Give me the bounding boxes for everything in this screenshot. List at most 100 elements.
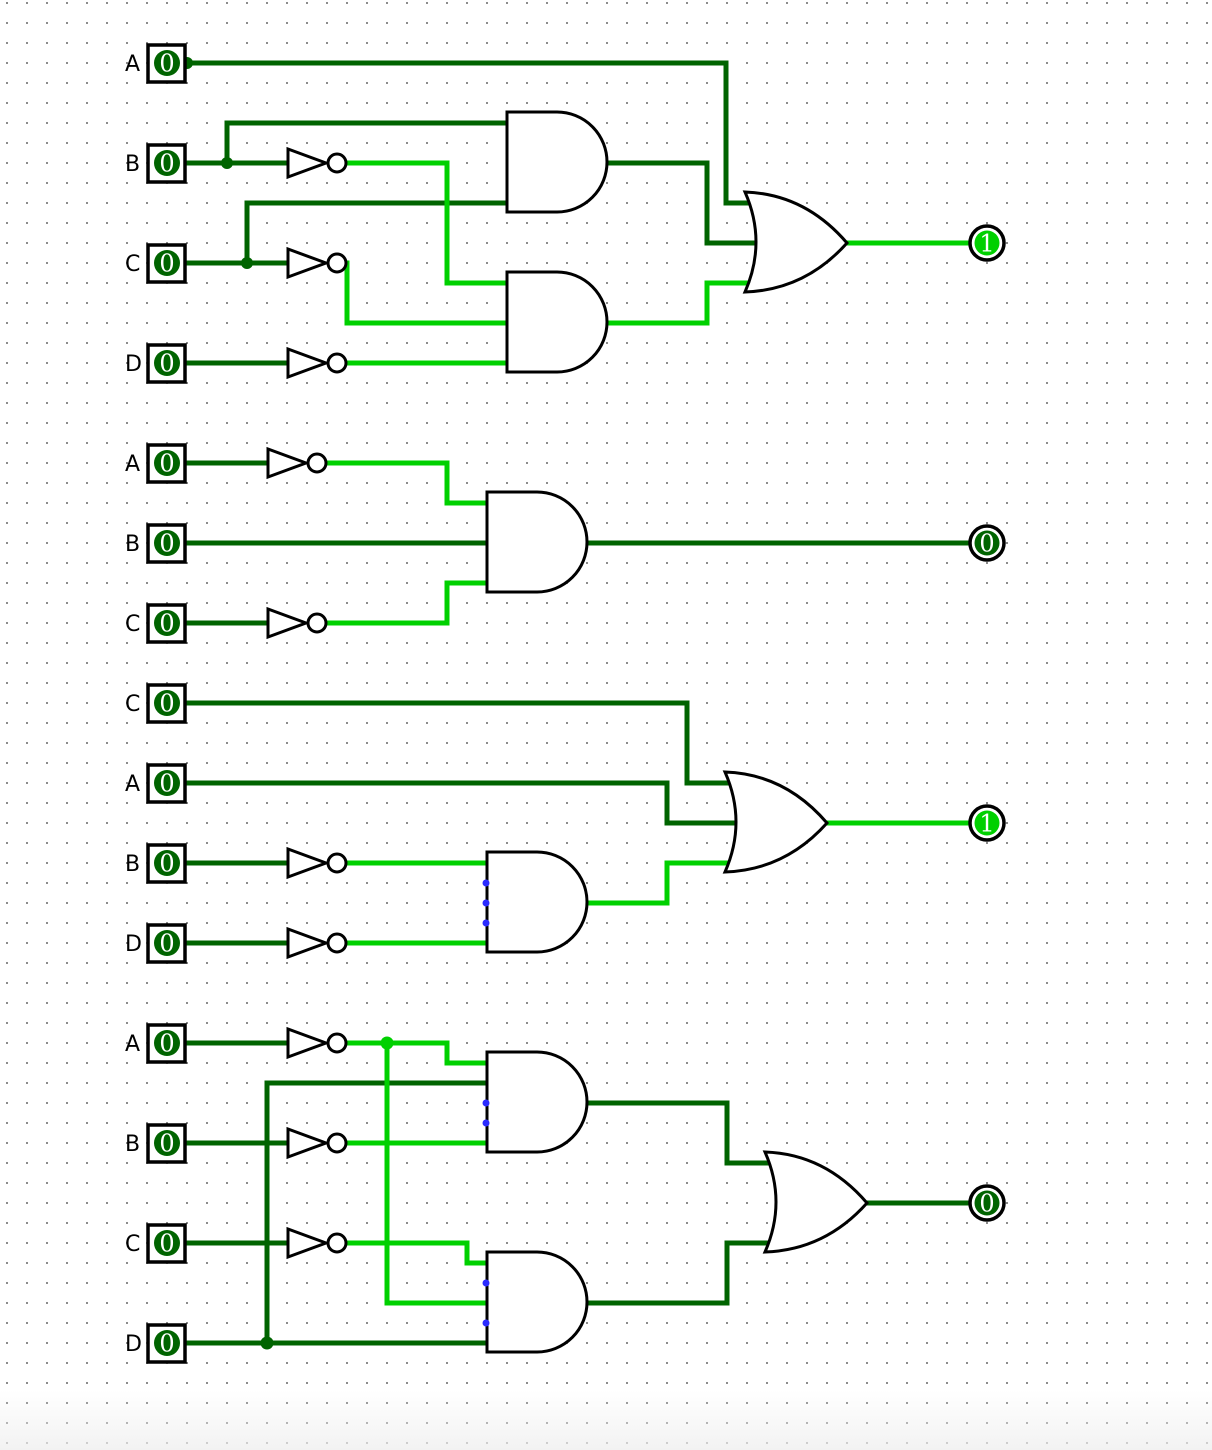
not-gate-a[interactable] xyxy=(286,1027,348,1059)
wire-a xyxy=(184,780,740,826)
output-state-indicator xyxy=(974,810,1000,836)
circuit-1 xyxy=(181,57,970,379)
pin-state-indicator xyxy=(154,530,180,556)
pin-state-indicator xyxy=(154,250,180,276)
circuit-2 xyxy=(184,447,970,639)
pin-state-indicator xyxy=(154,1030,180,1056)
junction xyxy=(380,1036,394,1050)
output-value: 0 xyxy=(979,530,994,558)
circuit-4 xyxy=(184,1027,970,1354)
wire-a xyxy=(184,60,750,206)
input-label: B xyxy=(125,532,140,557)
pin-state-indicator xyxy=(154,770,180,796)
pin-state-indicator xyxy=(154,1230,180,1256)
or-gate-2[interactable] xyxy=(723,770,829,874)
input-value: 0 xyxy=(159,1330,174,1358)
and-gate-5[interactable] xyxy=(485,1050,589,1154)
not-gate-b[interactable] xyxy=(286,1127,348,1159)
not-gate-b[interactable] xyxy=(286,147,348,179)
not-gate-d[interactable] xyxy=(286,927,348,959)
circuit-3 xyxy=(184,700,970,959)
input-value: 0 xyxy=(159,50,174,78)
wire-not-b xyxy=(344,160,510,286)
input-value: 0 xyxy=(159,690,174,718)
wire-not-a xyxy=(344,1040,490,1066)
input-value: 0 xyxy=(159,150,174,178)
wire-b-branch xyxy=(224,120,510,166)
wire-and-out xyxy=(584,860,730,906)
wire-not-a-branch xyxy=(384,1040,490,1306)
pin-state-indicator xyxy=(154,690,180,716)
input-value: 0 xyxy=(159,450,174,478)
and-gate-6[interactable] xyxy=(485,1250,589,1354)
wire-and2-out xyxy=(604,280,750,326)
input-label: C xyxy=(125,612,140,637)
pin-state-indicator xyxy=(154,930,180,956)
input-label: C xyxy=(125,1232,140,1257)
wire-and6-out xyxy=(584,1240,770,1306)
not-gate-a[interactable] xyxy=(266,447,328,479)
output-state-indicator xyxy=(974,1190,1000,1216)
and-gate-3[interactable] xyxy=(485,490,589,594)
wire-not-c xyxy=(344,1240,490,1266)
and-gate-1[interactable] xyxy=(505,110,609,214)
not-gate-d[interactable] xyxy=(286,347,348,379)
junction xyxy=(260,1336,274,1350)
input-label: B xyxy=(125,852,140,877)
output-value: 1 xyxy=(979,230,994,258)
wire-and5-out xyxy=(584,1100,770,1166)
input-value: 0 xyxy=(159,1130,174,1158)
input-label: D xyxy=(125,1332,142,1357)
input-value: 0 xyxy=(159,850,174,878)
pin-state-indicator xyxy=(154,150,180,176)
or-gate-1[interactable] xyxy=(743,190,849,294)
input-label: D xyxy=(125,932,142,957)
input-value: 0 xyxy=(159,770,174,798)
input-value: 0 xyxy=(159,1030,174,1058)
not-gate-c[interactable] xyxy=(286,1227,348,1259)
pin-state-indicator xyxy=(154,850,180,876)
or-gate-3[interactable] xyxy=(763,1150,869,1254)
output-pin: 0 xyxy=(968,1184,1006,1222)
pin-state-indicator xyxy=(154,450,180,476)
not-gate-b[interactable] xyxy=(286,847,348,879)
output-value: 0 xyxy=(979,1190,994,1218)
pin-state-indicator xyxy=(154,1330,180,1356)
input-label: A xyxy=(125,772,140,797)
pin-state-indicator xyxy=(154,50,180,76)
and-gate-2[interactable] xyxy=(505,270,609,374)
input-label: C xyxy=(125,252,140,277)
not-gate-c[interactable] xyxy=(286,247,348,279)
unconnected-input xyxy=(482,879,490,887)
and-gate-4[interactable] xyxy=(485,850,589,954)
input-label: D xyxy=(125,352,142,377)
not-gate-c[interactable] xyxy=(266,607,328,639)
unconnected-input xyxy=(482,1099,490,1107)
output-state-indicator xyxy=(974,530,1000,556)
junction xyxy=(241,257,253,269)
wire-not-a xyxy=(324,460,490,506)
input-value: 0 xyxy=(159,930,174,958)
input-value: 0 xyxy=(159,530,174,558)
input-value: 0 xyxy=(159,610,174,638)
input-label: A xyxy=(125,52,140,77)
unconnected-input xyxy=(482,1319,490,1327)
input-label: A xyxy=(125,452,140,477)
